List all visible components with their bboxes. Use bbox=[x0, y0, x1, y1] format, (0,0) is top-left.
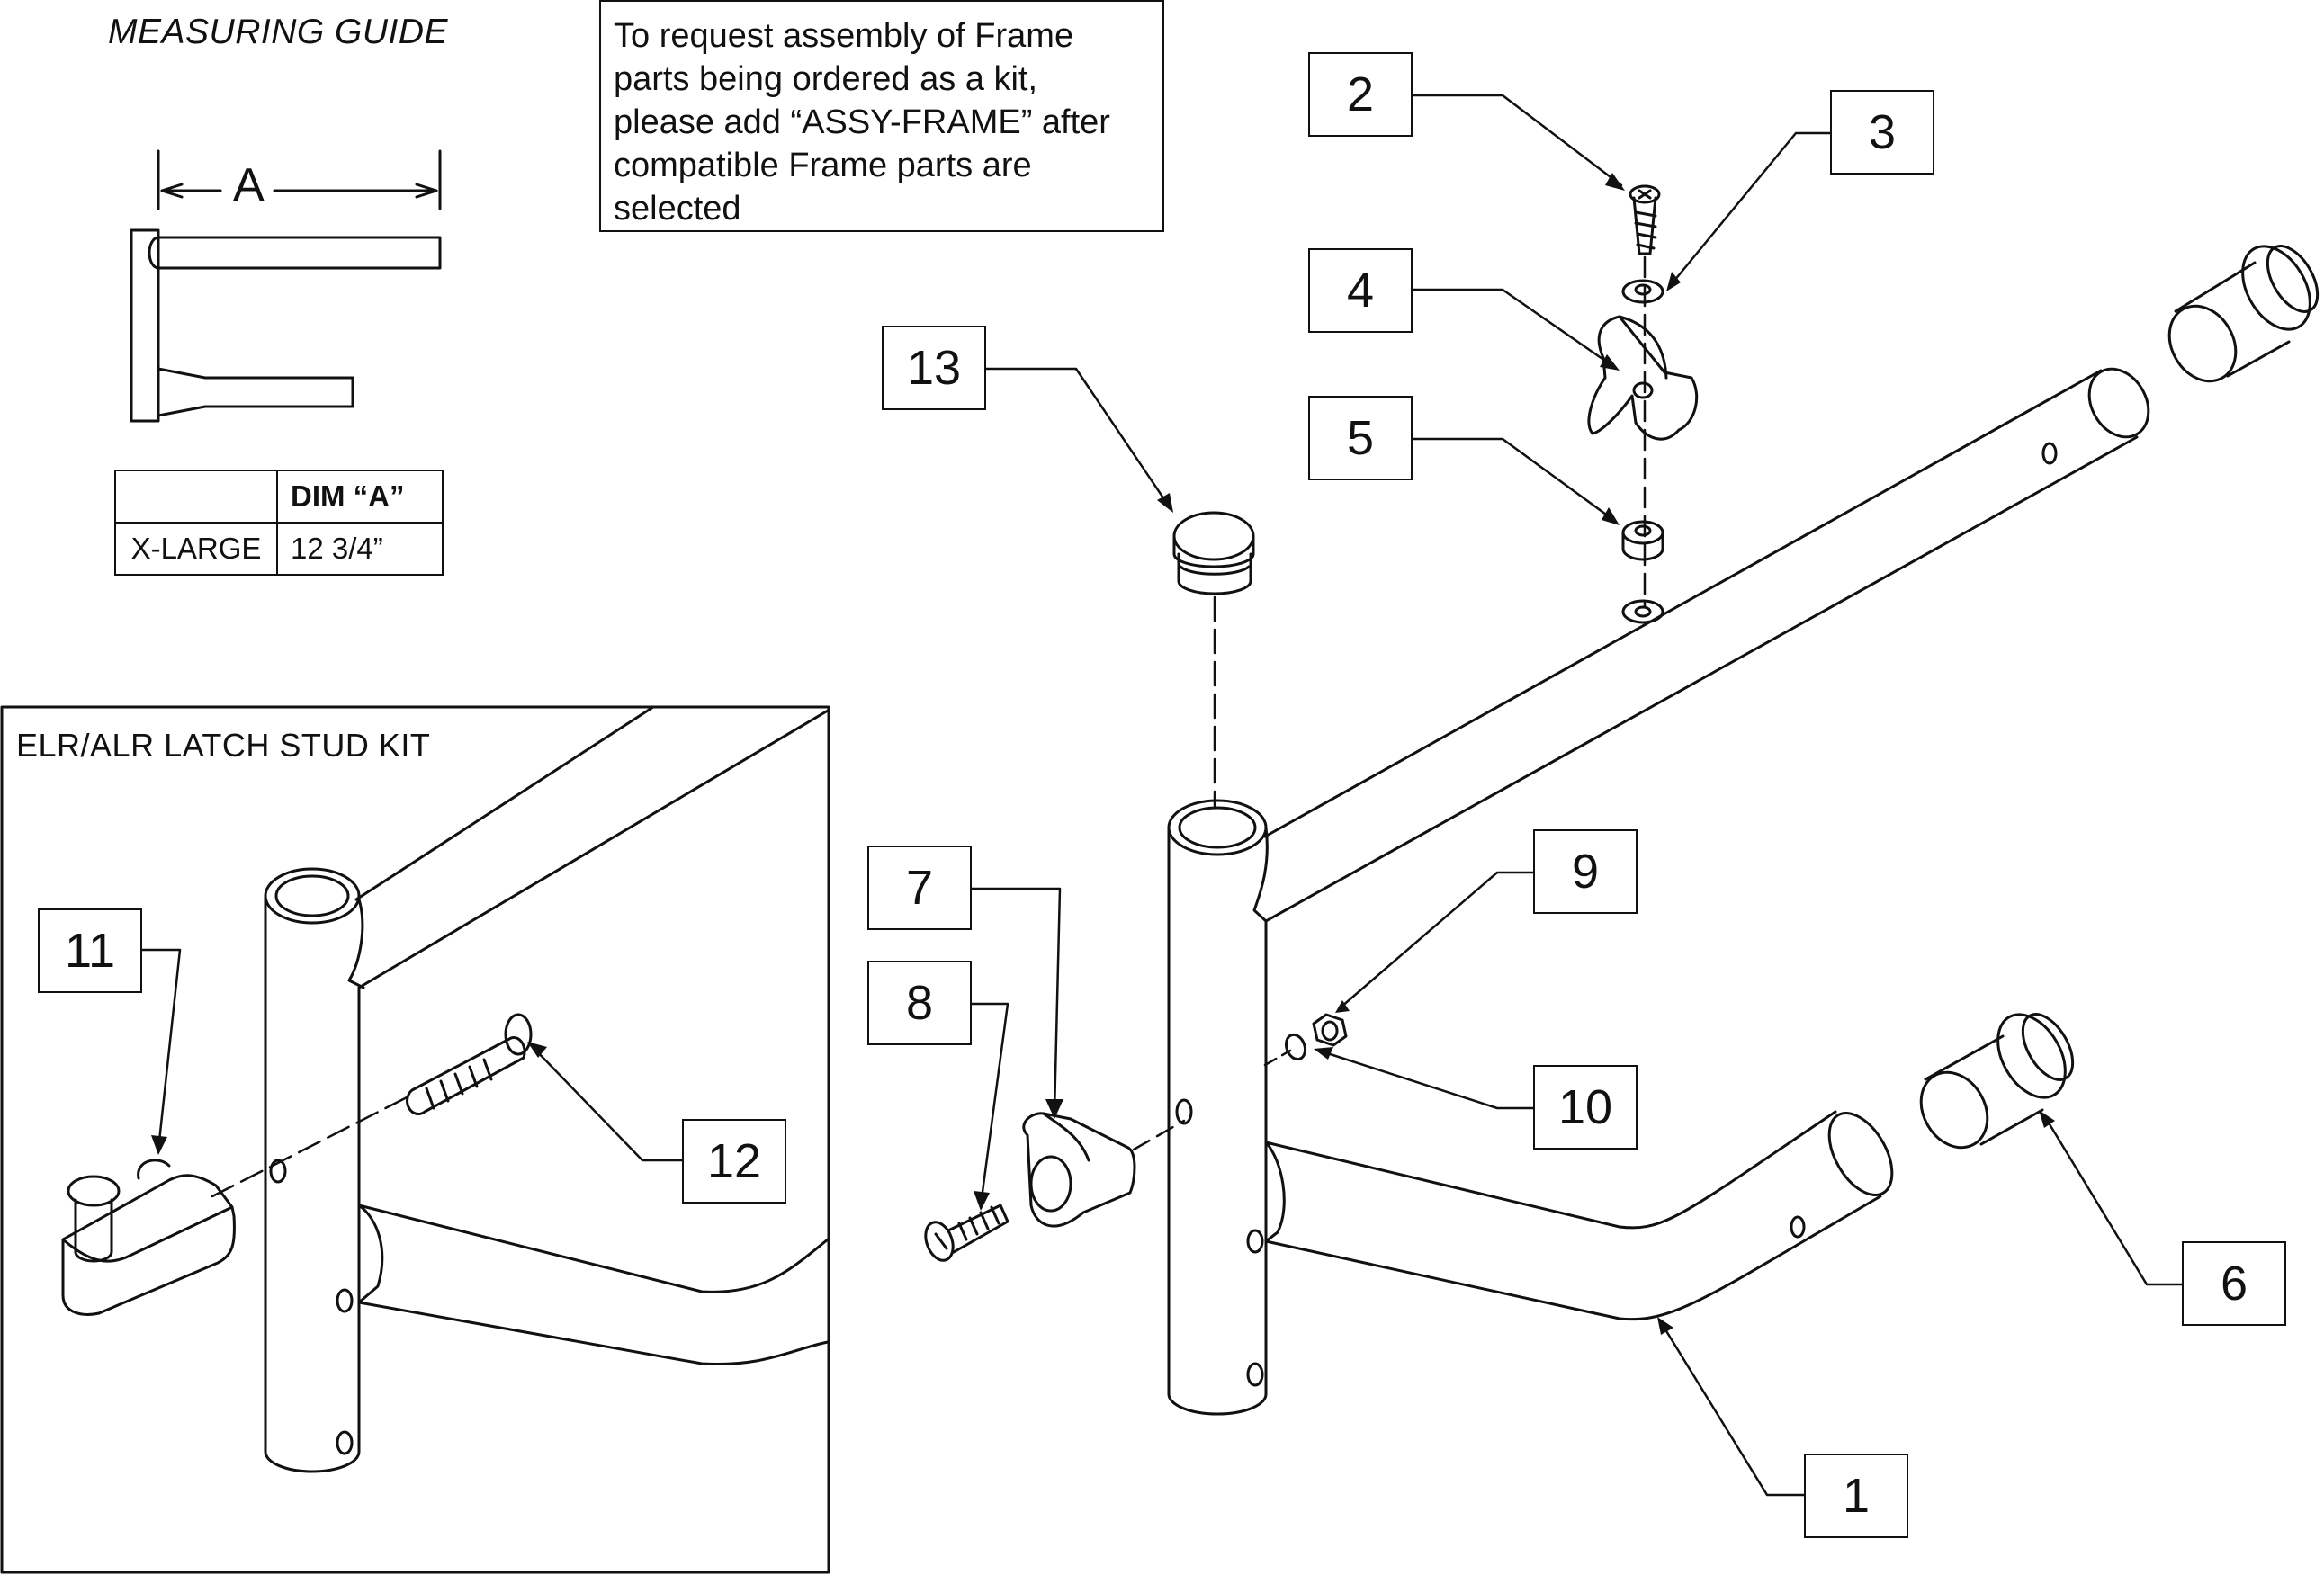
callout-11: 11 bbox=[38, 908, 142, 993]
measuring-guide-drawing bbox=[130, 149, 442, 423]
table-header-cell: DIM “A” bbox=[276, 470, 444, 524]
table-row: X-LARGE 12 3/4” bbox=[114, 522, 444, 576]
screw-stack bbox=[1587, 184, 1699, 624]
note-line: parts being ordered as a kit, bbox=[614, 60, 1038, 98]
table-header-row: DIM “A” bbox=[114, 470, 444, 524]
arrowheads bbox=[151, 173, 2055, 1335]
callout-4: 4 bbox=[1308, 248, 1413, 333]
note-line: selected bbox=[614, 190, 741, 228]
callout-5: 5 bbox=[1308, 396, 1413, 480]
callout-8: 8 bbox=[867, 961, 972, 1045]
dimension-table: DIM “A” X-LARGE 12 3/4” bbox=[114, 470, 444, 576]
note-line: please add “ASSY-FRAME” after bbox=[614, 103, 1110, 141]
leaders bbox=[140, 94, 2184, 1497]
callout-9: 9 bbox=[1533, 829, 1638, 914]
callout-10: 10 bbox=[1533, 1065, 1638, 1150]
callout-6: 6 bbox=[2182, 1241, 2286, 1326]
callout-13: 13 bbox=[882, 326, 986, 410]
table-cell-size: X-LARGE bbox=[114, 522, 278, 576]
plug-13 bbox=[1172, 511, 1255, 808]
end-cap-upper bbox=[2167, 245, 2320, 383]
table-cell-dim: 12 3/4” bbox=[276, 522, 444, 576]
kit-inset-drawing bbox=[61, 705, 830, 1473]
callout-2: 2 bbox=[1308, 52, 1413, 137]
end-cap-lower bbox=[1919, 1013, 2075, 1150]
table-header-cell bbox=[114, 470, 278, 524]
assembly-note: To request assembly of Frame parts being… bbox=[599, 0, 1164, 232]
main-frame-drawing bbox=[1167, 367, 2150, 1416]
latch-bracket-7 bbox=[1022, 1112, 1186, 1228]
callout-3: 3 bbox=[1830, 90, 1934, 175]
nut-washer bbox=[1263, 1013, 1348, 1067]
callout-12: 12 bbox=[682, 1119, 786, 1204]
kit-frame bbox=[0, 705, 830, 1574]
measuring-guide-title: MEASURING GUIDE bbox=[108, 13, 449, 51]
note-line: To request assembly of Frame bbox=[614, 17, 1074, 55]
callout-7: 7 bbox=[867, 846, 972, 930]
kit-title: ELR/ALR LATCH STUD KIT bbox=[16, 727, 431, 764]
screw-8 bbox=[924, 1204, 1009, 1262]
dimension-label: A bbox=[228, 162, 270, 209]
note-line: compatible Frame parts are bbox=[614, 147, 1032, 184]
callout-1: 1 bbox=[1804, 1454, 1908, 1538]
